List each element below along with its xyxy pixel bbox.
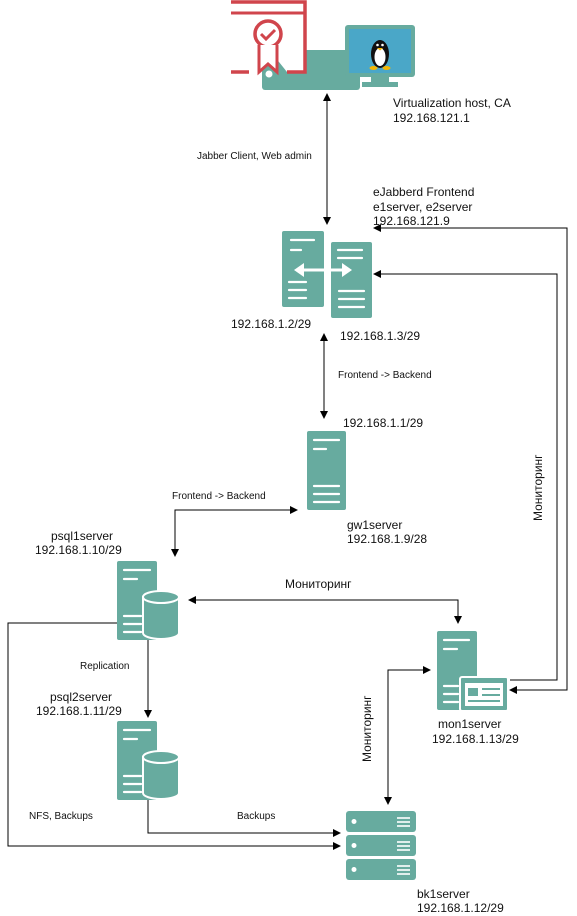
edge-frontend-backend-1-label: Frontend -> Backend: [338, 370, 432, 381]
gw1server-icon[interactable]: [307, 431, 346, 510]
ejabberd-ip-right: 192.168.1.3/29: [340, 329, 420, 343]
edge-nfs-backups-label: NFS, Backups: [29, 811, 93, 822]
ejabberd-ip-left: 192.168.1.2/29: [231, 317, 311, 331]
database-icon: [142, 590, 180, 640]
virt-host-ip: 192.168.121.1: [393, 111, 470, 125]
virtualization-host-icon[interactable]: [231, 0, 415, 90]
psql1-name: psql1server: [51, 529, 113, 543]
ejabberd-servers: e1server, e2server: [373, 200, 472, 214]
monitor-icon: [459, 676, 509, 712]
ejabberd-frontend-icon[interactable]: [282, 231, 372, 318]
psql2server-icon[interactable]: [117, 721, 180, 800]
psql1-ip: 192.168.1.10/29: [35, 543, 122, 557]
edge-monitoring-h: [188, 596, 462, 624]
virt-host-name: Virtualization host, CA: [393, 96, 511, 110]
mon-ip: 192.168.1.13/29: [432, 732, 519, 746]
psql2-name: psql2server: [50, 690, 112, 704]
gw-ip: 192.168.1.9/28: [347, 532, 427, 546]
edge-backups: [147, 800, 341, 837]
edge-backups-label: Backups: [237, 811, 275, 822]
edge-frontend-backend-2: [171, 506, 298, 557]
ejabberd-public-ip: 192.168.121.9: [373, 214, 450, 228]
ejabberd-title: eJabberd Frontend: [373, 185, 474, 199]
edge-frontend-backend-2-label: Frontend -> Backend: [172, 491, 266, 502]
bk-name: bk1server: [417, 887, 470, 901]
edge-jabber-label: Jabber Client, Web admin: [197, 151, 312, 162]
bk1server-icon[interactable]: [346, 811, 416, 880]
database-icon: [142, 750, 180, 800]
edge-nfs-backups: [7, 622, 341, 850]
certificate-icon: [231, 0, 307, 76]
edge-monitoring-h-label: Мониторинг: [285, 577, 352, 591]
edge-replication-label: Replication: [80, 661, 129, 672]
bk-ip: 192.168.1.12/29: [417, 901, 504, 915]
mon1server-icon[interactable]: [437, 631, 509, 712]
edge-monitoring-v-right-label: Мониторинг: [531, 454, 545, 521]
edge-monitoring-v-mid-label: Мониторинг: [360, 695, 374, 762]
psql2-ip: 192.168.1.11/29: [36, 704, 122, 718]
gw-ip-top: 192.168.1.1/29: [343, 416, 423, 430]
mon-name: mon1server: [438, 717, 501, 731]
edge-monitoring-right-2: [373, 224, 568, 694]
linux-monitor-icon: [345, 25, 415, 87]
psql1server-icon[interactable]: [117, 561, 180, 640]
gw-name: gw1server: [347, 518, 402, 532]
edge-monitoring-mid: [384, 666, 431, 805]
